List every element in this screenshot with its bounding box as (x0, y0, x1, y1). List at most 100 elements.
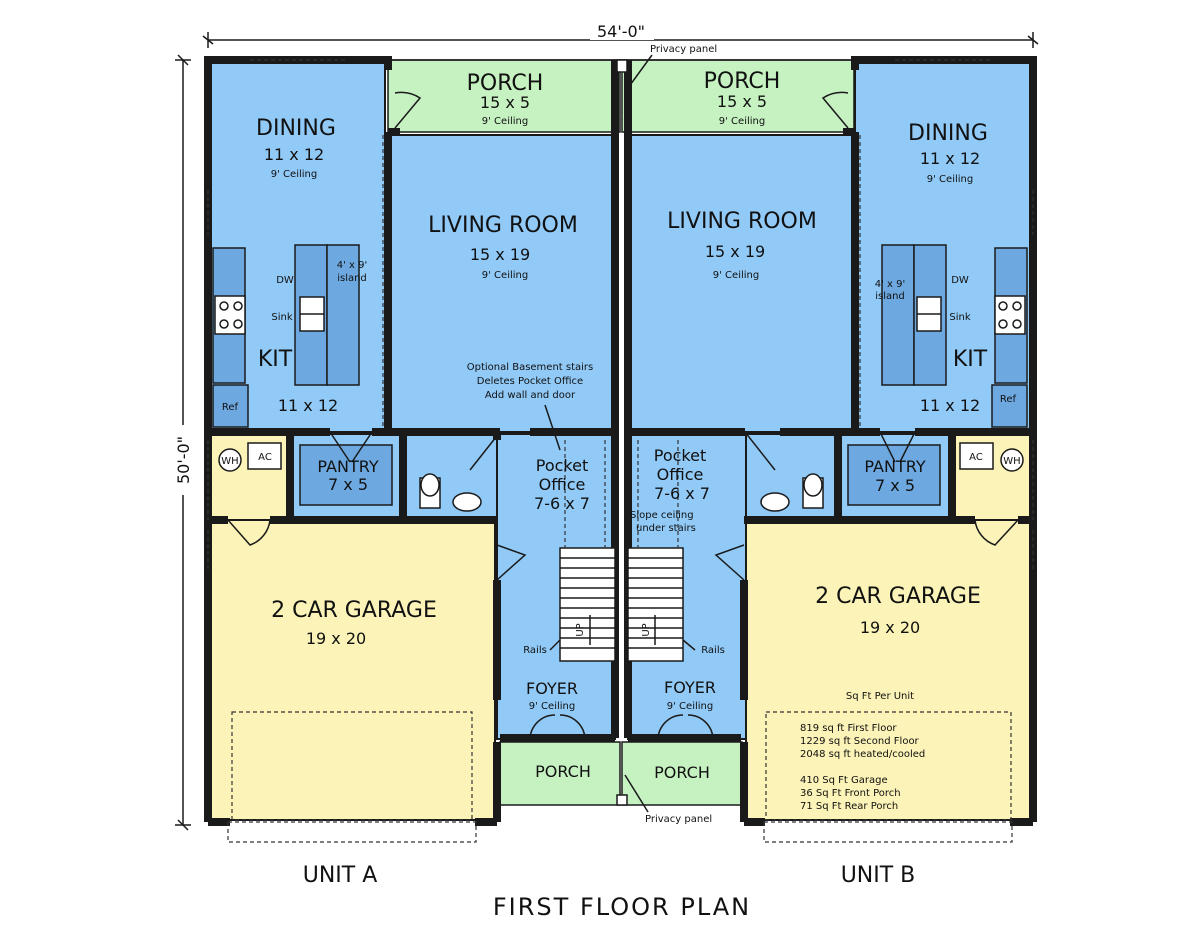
unit-a-ac-label: AC (258, 452, 272, 463)
unit-b-labels: DINING 11 x 12 9' Ceiling PORCH 15 x 5 9… (641, 69, 1021, 888)
privacy-panel-note-top: Privacy panel (650, 44, 717, 55)
unit-b-porch-ceiling: 9' Ceiling (719, 116, 765, 127)
unit-a-living-room (384, 134, 616, 433)
slope-note-1: Slope ceiling (630, 510, 694, 521)
unit-b-garage-name: 2 CAR GARAGE (815, 584, 981, 609)
unit-a-stairs-up: UP (575, 623, 586, 636)
unit-b-kitchen-size: 11 x 12 (920, 396, 980, 415)
basement-pointer (544, 404, 561, 451)
unit-b-garage-size: 19 x 20 (860, 618, 920, 637)
unit-a-porch-name: PORCH (467, 71, 544, 96)
unit-a-stairs-rails: Rails (523, 645, 547, 656)
unit-a-porch-ceiling: 9' Ceiling (482, 116, 528, 127)
unit-b-dining-ceiling: 9' Ceiling (927, 174, 973, 185)
unit-a-front-porch (499, 741, 621, 806)
plan-notes: Optional Basement stairs Deletes Pocket … (467, 362, 696, 534)
unit-a-living-name: LIVING ROOM (428, 213, 578, 238)
unit-b-dining-name: DINING (908, 121, 988, 146)
unit-a-foyer-name: FOYER (526, 679, 578, 698)
unit-b-dw-label: DW (951, 275, 969, 286)
porch-doors (394, 91, 849, 129)
unit-a-kitchen-fixtures (212, 244, 360, 428)
unit-a-ref-label: Ref (222, 402, 239, 413)
unit-a-dining-size: 11 x 12 (264, 145, 324, 164)
unit-b-living-name: LIVING ROOM (667, 209, 817, 234)
width-dimension: 54'-0" (597, 22, 645, 41)
unit-b-dining-size: 11 x 12 (920, 149, 980, 168)
unit-a-garage (209, 519, 496, 821)
windows (207, 59, 1034, 570)
unit-b-stairs-rails: Rails (701, 645, 725, 656)
basement-note-3: Add wall and door (485, 390, 576, 401)
sqft-line: 2048 sq ft heated/cooled (800, 749, 925, 760)
unit-b-island-label-1: 4' x 9' (875, 279, 906, 290)
depth-dimension: 50'-0" (174, 436, 193, 484)
basement-note-2: Deletes Pocket Office (477, 376, 583, 387)
sqft-line: 819 sq ft First Floor (800, 723, 897, 734)
unit-b-bath (745, 433, 839, 519)
unit-b-office-size: 7-6 x 7 (654, 484, 710, 503)
unit-b-living-ceiling: 9' Ceiling (713, 270, 759, 281)
walls (204, 56, 1037, 826)
unit-a-labels: DINING 11 x 12 9' Ceiling PORCH 15 x 5 9… (221, 71, 591, 888)
unit-a-label: UNIT A (303, 863, 378, 888)
unit-a-living-ceiling: 9' Ceiling (482, 270, 528, 281)
unit-a-garage-size: 19 x 20 (306, 629, 366, 648)
unit-b-stairs-up: UP (641, 623, 652, 636)
unit-a-dw-label: DW (276, 275, 294, 286)
slope-note-2: under stairs (636, 523, 696, 534)
unit-a-sink-label: Sink (271, 312, 292, 323)
room-fills (209, 59, 1034, 821)
sqft-line: 36 Sq Ft Front Porch (800, 788, 901, 799)
unit-a-office-name-1: Pocket (536, 456, 588, 475)
unit-a-foyer-ceiling: 9' Ceiling (529, 701, 575, 712)
sqft-line: 71 Sq Ft Rear Porch (800, 801, 898, 812)
unit-b-living-size: 15 x 19 (705, 242, 765, 261)
privacy-panel-note-bottom: Privacy panel (645, 814, 712, 825)
unit-b-front-porch (621, 741, 743, 806)
unit-b-wh-label: WH (1003, 456, 1020, 467)
unit-b-foyer-name: FOYER (664, 678, 716, 697)
unit-b-front-porch-name: PORCH (654, 763, 710, 782)
sqft-line: 1229 sq ft Second Floor (800, 736, 920, 747)
plan-title: FIRST FLOOR PLAN (493, 893, 751, 921)
unit-b-ref-label: Ref (1000, 394, 1017, 405)
unit-b-rear-porch (621, 59, 855, 133)
unit-a-dining-name: DINING (256, 116, 336, 141)
basement-note-1: Optional Basement stairs (467, 362, 594, 373)
unit-b-ac-label: AC (969, 452, 983, 463)
unit-a-dining-ceiling: 9' Ceiling (271, 169, 317, 180)
sqft-summary: Sq Ft Per Unit 819 sq ft First Floor 122… (800, 691, 925, 812)
unit-a-porch-size: 15 x 5 (480, 93, 530, 112)
unit-a-kitchen-name: KIT (258, 347, 293, 372)
unit-a-bath (404, 433, 498, 519)
sqft-heading: Sq Ft Per Unit (846, 691, 914, 702)
unit-b-sink-label: Sink (949, 312, 970, 323)
stairs (549, 440, 696, 662)
unit-b-office-name-2: Office (657, 465, 704, 484)
unit-a-front-porch-name: PORCH (535, 762, 591, 781)
interior-doors (227, 431, 1019, 741)
sqft-line: 410 Sq Ft Garage (800, 775, 888, 786)
privacy-panels (616, 54, 653, 813)
unit-a-living-size: 15 x 19 (470, 245, 530, 264)
unit-b-kitchen-name: KIT (953, 347, 988, 372)
unit-a-office-size: 7-6 x 7 (534, 494, 590, 513)
unit-a-kitchen-size: 11 x 12 (278, 396, 338, 415)
unit-b-pantry-size: 7 x 5 (875, 476, 915, 495)
unit-b-island-label-2: island (875, 291, 905, 302)
unit-a-island-label-1: 4' x 9' (337, 260, 368, 271)
utility-fixtures (218, 442, 1024, 512)
unit-a-garage-name: 2 CAR GARAGE (271, 598, 437, 623)
unit-b-garage (745, 519, 1034, 821)
unit-a-pantry-size: 7 x 5 (328, 475, 368, 494)
unit-a-office-name-2: Office (539, 475, 586, 494)
unit-a-wh-label: WH (221, 456, 238, 467)
unit-b-pantry-name: PANTRY (864, 457, 925, 476)
unit-b-office-name-1: Pocket (654, 446, 706, 465)
garage-doors (227, 711, 1013, 843)
unit-b-living-room (627, 134, 859, 433)
unit-b-label: UNIT B (841, 863, 916, 888)
unit-b-porch-size: 15 x 5 (717, 92, 767, 111)
